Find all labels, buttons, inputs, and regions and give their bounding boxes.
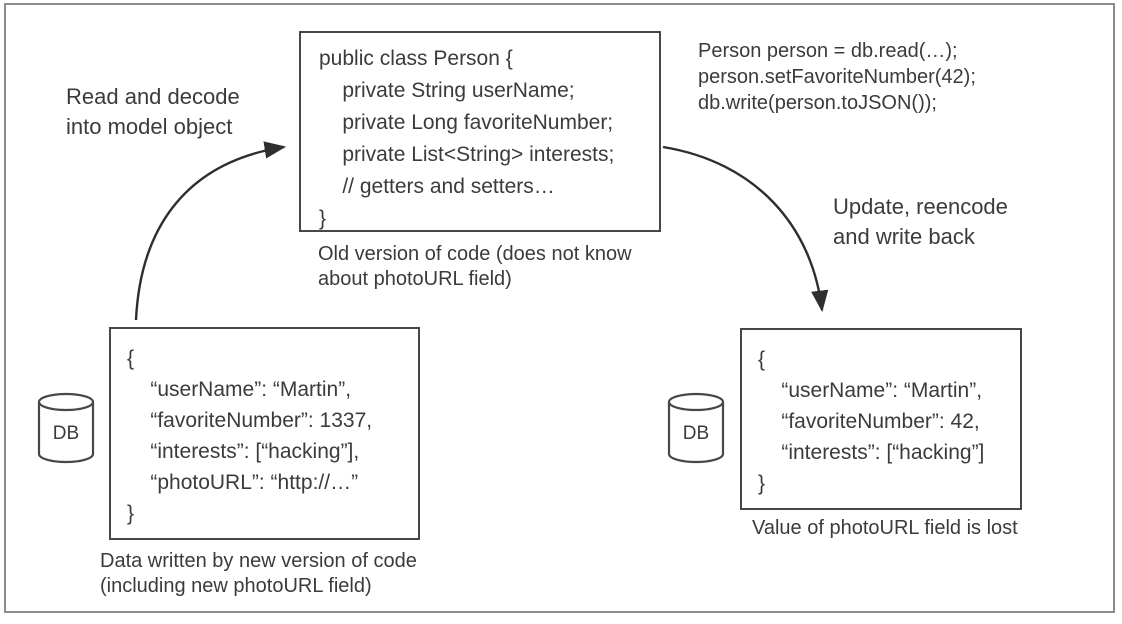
person-class-code: public class Person { private String use… [319, 47, 615, 230]
new-data-caption: Data written by new version of code (inc… [100, 550, 417, 597]
update-reencode-label: Update, reencode and write back [833, 194, 1008, 249]
rewritten-data-json: { “userName”: “Martin”, “favoriteNumber”… [758, 348, 985, 495]
read-decode-label: Read and decode into model object [66, 84, 240, 139]
new-data-json: { “userName”: “Martin”, “favoriteNumber”… [127, 347, 373, 525]
rewritten-data-box: { “userName”: “Martin”, “favoriteNumber”… [740, 328, 1022, 510]
db-left-label: DB [53, 423, 79, 444]
new-data-box: { “userName”: “Martin”, “favoriteNumber”… [109, 327, 420, 540]
diagram-border-frame [4, 3, 1115, 613]
db-right-label: DB [683, 423, 709, 444]
old-code-box: public class Person { private String use… [299, 31, 661, 232]
update-code-snippet: Person person = db.read(…); person.setFa… [698, 40, 976, 114]
lost-field-caption: Value of photoURL field is lost [752, 517, 1018, 539]
old-code-caption: Old version of code (does not know about… [318, 243, 632, 290]
database-right-icon: DB [667, 392, 725, 464]
database-left-icon: DB [37, 392, 95, 464]
